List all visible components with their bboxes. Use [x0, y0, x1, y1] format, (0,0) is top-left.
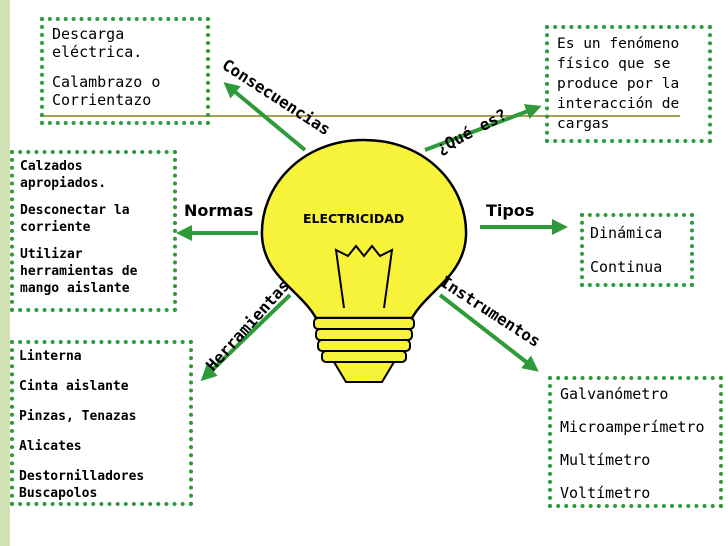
left-decorative-strip — [0, 0, 10, 546]
herramienta-item: Cinta aislante — [19, 379, 129, 394]
branch-label-normas: Normas — [184, 201, 254, 220]
instrumento-item: Galvanómetro — [560, 385, 669, 403]
instrumentos-box: Galvanómetro Microamperímetro Multímetro… — [548, 376, 723, 508]
tipo-item: Dinámica — [590, 224, 663, 242]
herramienta-item: Pinzas, Tenazas — [19, 409, 137, 424]
consecuencias-box: Descarga eléctrica. Calambrazo o Corrien… — [40, 17, 210, 125]
arrow-que-es — [424, 104, 542, 152]
arrow-instrumentos — [438, 293, 539, 372]
herramientas-box: Linterna Cinta aislante Pinzas, Tenazas … — [10, 340, 193, 506]
herramienta-item: Alicates — [19, 439, 82, 454]
normas-box: Calzados apropiados. Desconectar la corr… — [10, 150, 177, 312]
norma-item: Desconectar la corriente — [20, 203, 130, 235]
norma-item: Calzados apropiados. — [20, 159, 107, 191]
instrumento-item: Microamperímetro — [560, 418, 705, 436]
consecuencia-item: Descarga eléctrica. — [52, 25, 143, 61]
herramienta-item: Buscapolos — [19, 486, 98, 501]
tipos-box: Dinámica Continua — [580, 213, 694, 287]
consecuencia-item: Calambrazo o Corrientazo — [52, 73, 161, 109]
divider-line — [40, 115, 680, 117]
tipo-item: Continua — [590, 258, 663, 276]
arrow-herramientas — [200, 293, 292, 382]
herramienta-item: Linterna — [19, 349, 82, 364]
instrumento-item: Voltímetro — [560, 484, 651, 502]
norma-item: Utilizar herramientas de mango aislante — [20, 247, 138, 296]
branch-label-tipos: Tipos — [486, 201, 535, 220]
center-label: ELECTRICIDAD — [303, 211, 405, 226]
arrow-consecuencias — [223, 82, 307, 152]
herramienta-item: Destornilladores — [19, 469, 145, 484]
definicion-text: Es un fenómeno físico que se produce por… — [557, 36, 680, 132]
que-es-box: Es un fenómeno físico que se produce por… — [545, 25, 712, 143]
instrumento-item: Multímetro — [560, 451, 651, 469]
light-bulb-icon — [260, 138, 468, 383]
